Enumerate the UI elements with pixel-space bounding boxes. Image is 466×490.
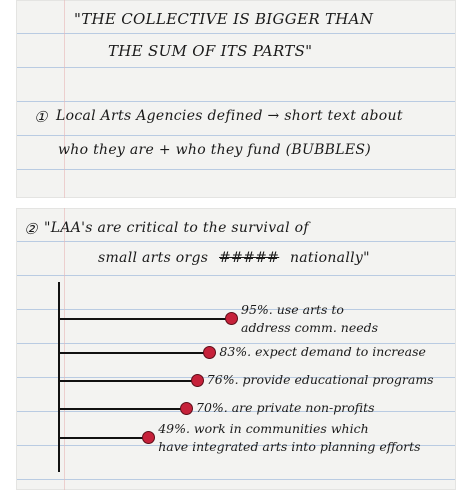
point-1-line-2: who they are + who they fund (BUBBLES) — [58, 142, 372, 158]
lollipop-label: 70%. are private non-profits — [196, 400, 375, 415]
quote-line-1: "THE COLLECTIVE IS BIGGER THAN — [74, 10, 374, 28]
chart-axis — [58, 282, 60, 472]
quote-2-line-1: "LAA's are critical to the survival of — [44, 220, 309, 236]
lollipop-label: address comm. needs — [241, 320, 379, 335]
lollipop-label: 95%. use arts to — [241, 302, 344, 317]
item-number-2: ② — [24, 220, 38, 238]
note-card-bottom: ② "LAA's are critical to the survival of… — [16, 208, 456, 490]
quote-2-line-2-end: nationally" — [289, 250, 370, 266]
lollipop-label: 76%. provide educational programs — [206, 372, 434, 387]
lollipop-line — [60, 408, 186, 410]
margin-line — [64, 0, 65, 198]
note-card-top: "THE COLLECTIVE IS BIGGER THAN THE SUM O… — [16, 0, 456, 198]
lollipop-line — [60, 437, 149, 439]
lollipop-label: 83%. expect demand to increase — [219, 344, 426, 359]
lollipop-label: 49%. work in communities which — [158, 421, 369, 436]
quote-line-2: THE SUM OF ITS PARTS" — [108, 42, 313, 60]
lollipop-line — [60, 380, 197, 382]
item-number-1: ① — [34, 108, 48, 126]
lollipop-dot — [142, 431, 156, 444]
point-1-line-1: Local Arts Agencies defined → short text… — [56, 108, 403, 124]
struck-text: ##### — [219, 250, 280, 266]
lollipop-dot — [190, 374, 204, 387]
lollipop-dot — [180, 402, 193, 415]
lollipop-line — [60, 318, 231, 320]
quote-2-line-2: small arts orgs ##### nationally" — [98, 250, 370, 266]
lollipop-line — [60, 352, 210, 354]
lollipop-dot — [203, 346, 217, 359]
quote-2-line-2-start: small arts orgs — [98, 250, 209, 266]
margin-line — [64, 208, 65, 490]
lollipop-dot — [225, 312, 238, 325]
lollipop-label: have integrated arts into planning effor… — [158, 439, 421, 454]
